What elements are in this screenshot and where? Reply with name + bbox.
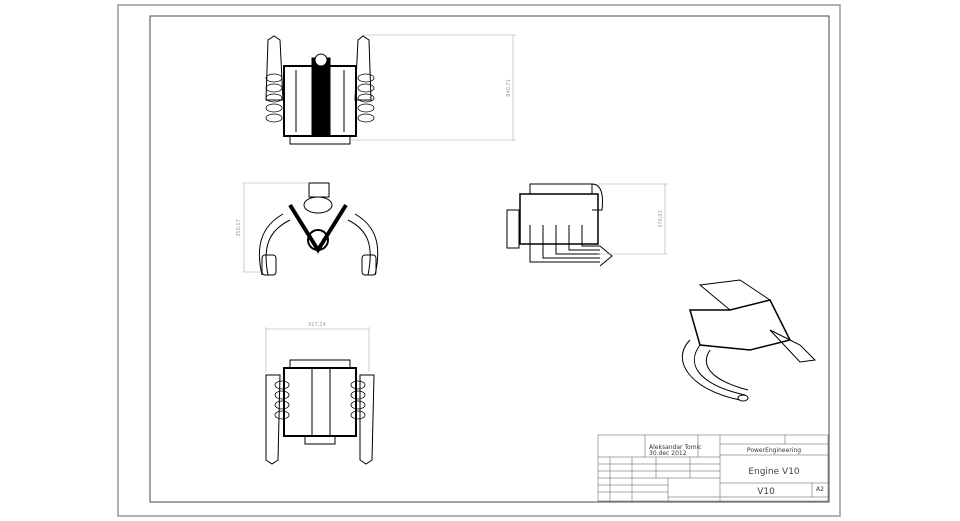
drawing-date: 30.dec 2012 <box>649 450 687 457</box>
front-view-dimension <box>242 182 309 273</box>
drawing-title: Engine V10 <box>748 467 800 477</box>
bottom-view-dimension <box>265 327 370 372</box>
bottom-view <box>265 359 375 465</box>
bottom-view-dimension-label: 517,24 <box>308 322 326 328</box>
company-name: PowerEngineering <box>747 447 801 454</box>
title-block <box>597 434 829 502</box>
side-view-dimension <box>598 183 668 255</box>
front-view <box>258 182 379 276</box>
side-view-dimension-label: 376,01 <box>658 210 664 228</box>
outer-border <box>117 4 841 517</box>
drawing-frame <box>149 15 830 503</box>
top-view-dimension <box>350 34 516 141</box>
isometric-view <box>681 279 817 402</box>
front-view-dimension-label: 350,17 <box>236 219 242 237</box>
top-view-dimension-label: 840,71 <box>506 79 512 97</box>
sheet-size: A2 <box>816 486 824 493</box>
drawing-number: V10 <box>757 487 775 497</box>
author-name: Aleksandar Tomic <box>649 444 702 451</box>
side-view <box>506 183 613 267</box>
top-view <box>265 35 375 145</box>
